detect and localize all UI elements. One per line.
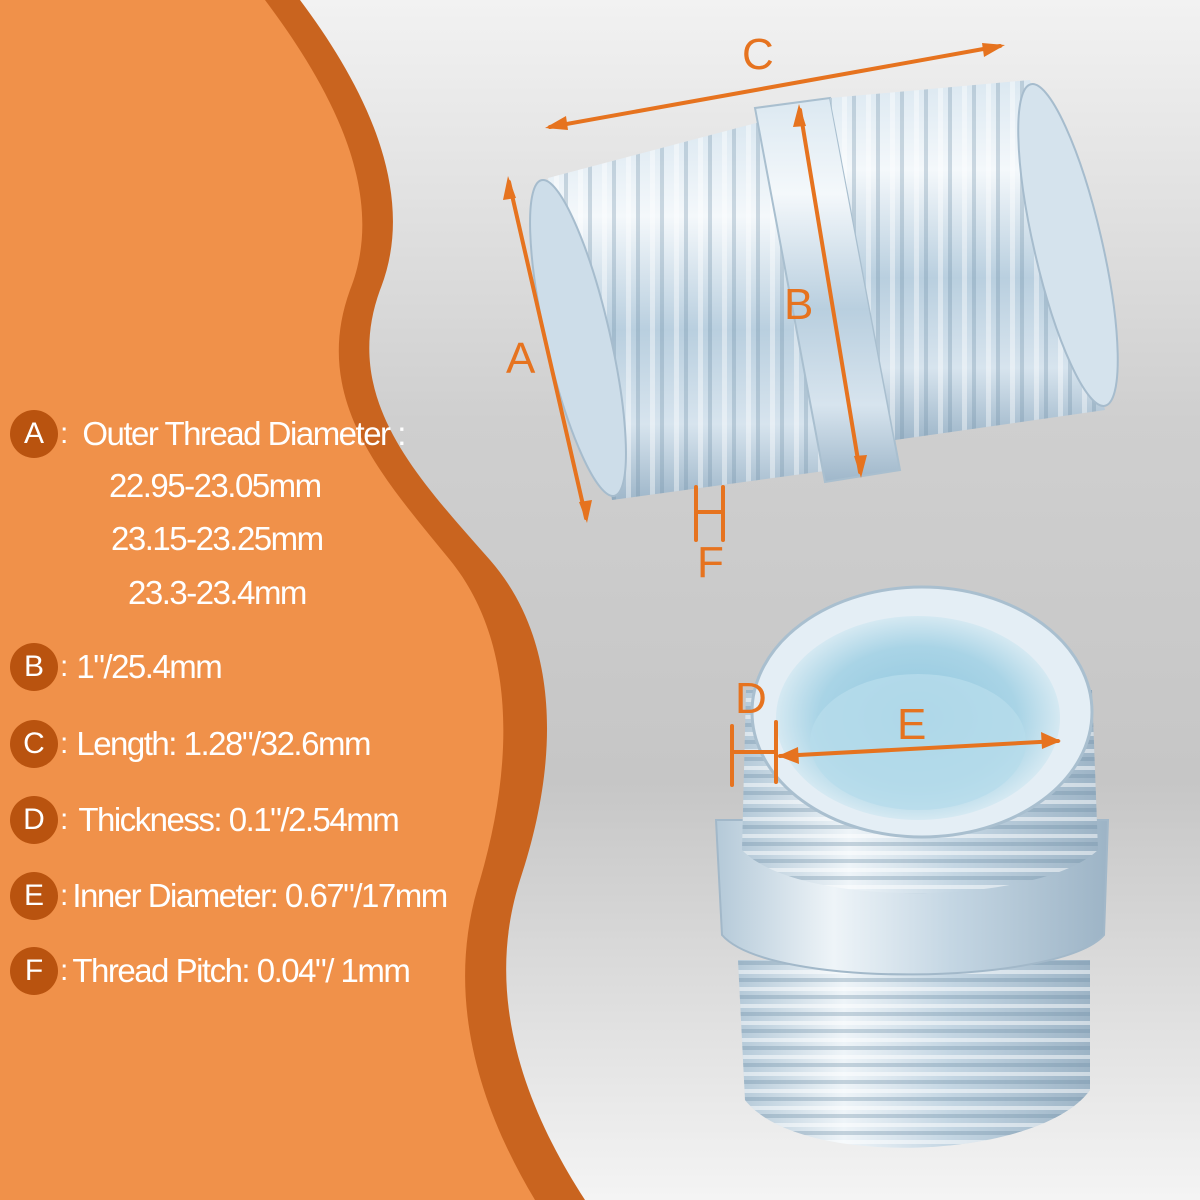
dimension-arrowheads bbox=[503, 43, 1061, 764]
spec-row-d: D : Thickness: 0.1"/2.54mm bbox=[10, 796, 400, 844]
spec-separator: : bbox=[60, 650, 69, 683]
arrowhead-c-left bbox=[545, 116, 568, 130]
spec-separator: : bbox=[60, 954, 69, 987]
diagram-label-b: B bbox=[784, 280, 814, 329]
spec-text-a: Outer Thread Diameter : bbox=[82, 415, 406, 452]
spec-text-f: Thread Pitch: 0.04"/ 1mm bbox=[72, 952, 411, 989]
spec-a-value-1: 22.95-23.05mm bbox=[109, 467, 322, 504]
lower-thread-pattern bbox=[738, 960, 1090, 1148]
dimension-line-a bbox=[507, 180, 588, 520]
spec-separator: : bbox=[60, 879, 69, 912]
spec-row-b: B : 1"/25.4mm bbox=[10, 643, 223, 691]
hex-collar bbox=[753, 96, 902, 484]
spec-a-value-2: 23.15-23.25mm bbox=[111, 520, 324, 557]
spec-separator: : bbox=[60, 727, 69, 760]
fitting-end-view bbox=[714, 585, 1110, 1148]
diagram-label-a: A bbox=[506, 334, 536, 383]
dimension-lines bbox=[507, 44, 1060, 787]
diagram-label-c: C bbox=[742, 30, 774, 79]
arrowhead-c-right bbox=[982, 43, 1005, 57]
dimension-line-c bbox=[548, 44, 1002, 129]
spec-letter-c: C bbox=[10, 720, 58, 768]
spec-letter-a: A bbox=[10, 410, 58, 458]
spec-letter-e: E bbox=[10, 872, 58, 920]
spec-text-b: 1"/25.4mm bbox=[76, 648, 222, 685]
spec-separator: : bbox=[60, 803, 69, 836]
fitting-side-view bbox=[529, 80, 1119, 500]
spec-text-c: Length: 1.28"/32.6mm bbox=[76, 725, 371, 762]
diagram-label-e: E bbox=[897, 700, 927, 749]
spec-row-a: A : Outer Thread Diameter : bbox=[10, 410, 406, 458]
arrowhead-a-bottom bbox=[579, 500, 592, 523]
spec-row-f: F : Thread Pitch: 0.04"/ 1mm bbox=[10, 947, 411, 995]
spec-row-e: E : Inner Diameter: 0.67"/17mm bbox=[10, 872, 448, 920]
arrowhead-b-bottom bbox=[854, 455, 867, 478]
arrowhead-e-right bbox=[1041, 732, 1061, 749]
bore-depth bbox=[810, 674, 1026, 810]
spec-separator: : bbox=[60, 417, 69, 450]
spec-text-e: Inner Diameter: 0.67"/17mm bbox=[72, 877, 448, 914]
diagram-label-d: D bbox=[735, 674, 767, 723]
arrowhead-b-top bbox=[793, 104, 806, 127]
dimension-line-b bbox=[798, 108, 862, 474]
info-panel-orange bbox=[0, 0, 535, 1200]
spec-a-value-3: 23.3-23.4mm bbox=[128, 574, 307, 611]
spec-row-c: C : Length: 1.28"/32.6mm bbox=[10, 720, 371, 768]
dimension-line-e bbox=[778, 739, 1060, 758]
spec-letter-f: F bbox=[10, 947, 58, 995]
spec-letter-b: B bbox=[10, 643, 58, 691]
diagram-label-f: F bbox=[697, 538, 724, 587]
right-end-face bbox=[1017, 83, 1119, 407]
spec-letter-d: D bbox=[10, 796, 58, 844]
arrowhead-a-top bbox=[503, 176, 516, 200]
arrowhead-e-left bbox=[778, 747, 799, 764]
spec-text-d: Thickness: 0.1"/2.54mm bbox=[78, 801, 399, 838]
